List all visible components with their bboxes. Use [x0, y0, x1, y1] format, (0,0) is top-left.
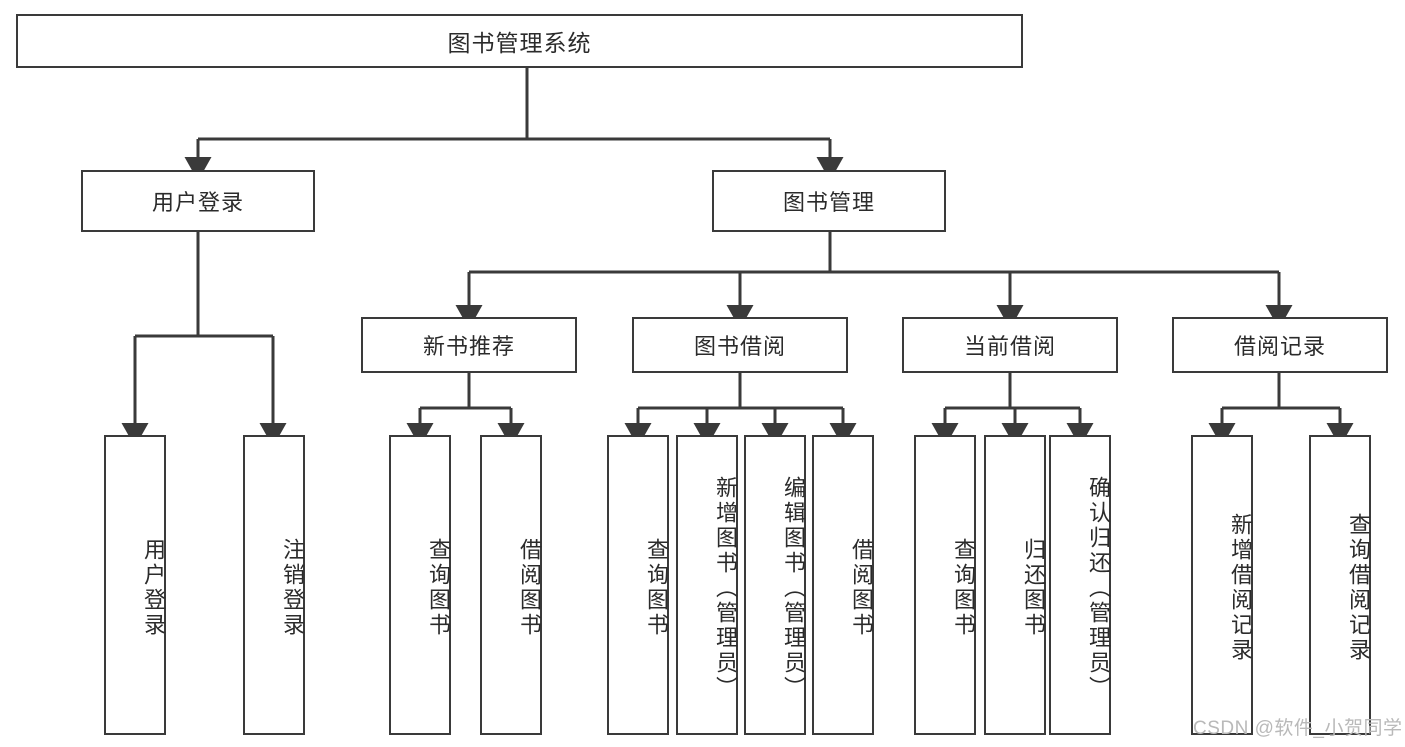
csdn-watermark: CSDN @软件_小贺同学: [1193, 713, 1402, 740]
node-user-login-label: 用户登录: [151, 190, 244, 215]
leaf-borrow-books[interactable]: 借阅图书: [812, 435, 874, 735]
node-book-management[interactable]: 图书管理: [712, 170, 946, 232]
node-book-management-label: 图书管理: [782, 190, 875, 215]
node-new-book-recommend-label: 新书推荐: [422, 334, 515, 359]
node-current-borrow[interactable]: 当前借阅: [902, 317, 1118, 373]
node-book-borrow[interactable]: 图书借阅: [632, 317, 848, 373]
leaf-user-login[interactable]: 用户登录: [104, 435, 166, 735]
leaf-query-books-borrow[interactable]: 查询图书: [607, 435, 669, 735]
leaf-query-borrow-record[interactable]: 查询借阅记录: [1309, 435, 1371, 735]
leaf-add-borrow-record[interactable]: 新增借阅记录: [1191, 435, 1253, 735]
node-book-borrow-label: 图书借阅: [693, 334, 786, 359]
leaf-logout-login[interactable]: 注销登录: [243, 435, 305, 735]
node-new-book-recommend[interactable]: 新书推荐: [361, 317, 577, 373]
leaf-borrow-books-label: 借阅图书: [849, 538, 874, 638]
leaf-edit-book-admin-label: 编辑图书（管理员）: [781, 475, 806, 701]
leaf-confirm-return-admin-label: 确认归还（管理员）: [1086, 475, 1111, 701]
leaf-query-borrow-record-label: 查询借阅记录: [1346, 513, 1371, 663]
node-root[interactable]: 图书管理系统: [16, 14, 1023, 68]
leaf-add-book-admin[interactable]: 新增图书（管理员）: [676, 435, 738, 735]
node-current-borrow-label: 当前借阅: [963, 334, 1056, 359]
leaf-logout-login-label: 注销登录: [280, 538, 305, 638]
node-root-label: 图书管理系统: [447, 30, 592, 56]
leaf-return-books[interactable]: 归还图书: [984, 435, 1046, 735]
leaf-edit-book-admin[interactable]: 编辑图书（管理员）: [744, 435, 806, 735]
leaf-borrow-books-newbooks-label: 借阅图书: [517, 538, 542, 638]
leaf-confirm-return-admin[interactable]: 确认归还（管理员）: [1049, 435, 1111, 735]
leaf-query-books-newbooks[interactable]: 查询图书: [389, 435, 451, 735]
node-borrow-records-label: 借阅记录: [1233, 334, 1326, 359]
leaf-add-book-admin-label: 新增图书（管理员）: [713, 475, 738, 701]
node-user-login[interactable]: 用户登录: [81, 170, 315, 232]
csdn-watermark-text: CSDN @软件_小贺同学: [1193, 718, 1403, 739]
leaf-query-books-current-label: 查询图书: [951, 538, 976, 638]
leaf-query-books-newbooks-label: 查询图书: [426, 538, 451, 638]
leaf-add-borrow-record-label: 新增借阅记录: [1228, 513, 1253, 663]
node-borrow-records[interactable]: 借阅记录: [1172, 317, 1388, 373]
leaf-return-books-label: 归还图书: [1021, 538, 1046, 638]
leaf-query-books-borrow-label: 查询图书: [644, 538, 669, 638]
leaf-borrow-books-newbooks[interactable]: 借阅图书: [480, 435, 542, 735]
leaf-query-books-current[interactable]: 查询图书: [914, 435, 976, 735]
leaf-user-login-label: 用户登录: [141, 538, 166, 638]
